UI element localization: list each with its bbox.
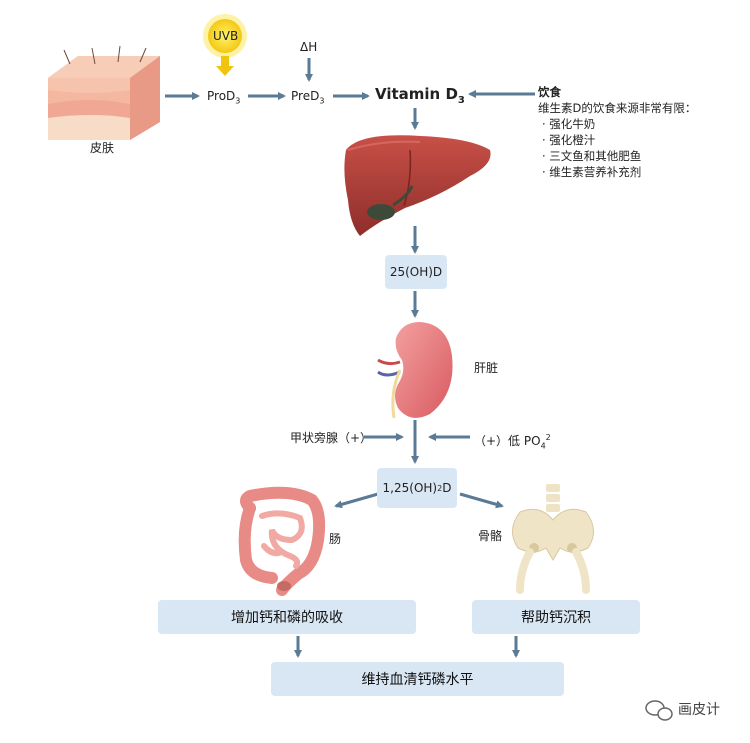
liver-illustration: [344, 135, 491, 236]
diet-title: 饮食: [538, 85, 561, 99]
box-25ohd: 25(OH)D: [385, 255, 447, 289]
diet-info: 饮食 维生素D的饮食来源非常有限： · 强化牛奶 · 强化橙汁 · 三文鱼和其他…: [538, 84, 696, 180]
prod3-label: ProD3: [207, 89, 241, 106]
sun-icon: [203, 14, 247, 76]
diet-item: · 强化牛奶: [542, 117, 596, 131]
diet-item: · 强化橙汁: [542, 133, 596, 147]
kidney-organ-label: 肝脏: [474, 361, 499, 375]
vitamin-d3-label: Vitamin D3: [375, 85, 465, 106]
diet-item: · 维生素营养补充剂: [542, 165, 642, 179]
kidney-illustration: [377, 322, 453, 419]
box-maintain-serum: 维持血清钙磷水平: [271, 662, 564, 696]
pred3-label: PreD3: [291, 89, 325, 106]
bone-label: 骨骼: [478, 529, 503, 543]
skin-label: 皮肤: [90, 141, 115, 155]
pelvis-illustration: [512, 484, 594, 594]
low-po4-label: （+）低 PO42: [474, 433, 551, 451]
uvb-label: UVB: [213, 29, 239, 43]
parathyroid-label: 甲状旁腺（+）: [290, 431, 373, 445]
box-absorption: 增加钙和磷的吸收: [158, 600, 416, 634]
delta-h-label: ΔH: [300, 40, 318, 54]
skin-illustration: [48, 45, 160, 140]
intestine-label: 肠: [329, 532, 342, 546]
intestine-illustration: [238, 486, 326, 596]
diet-item: · 三文鱼和其他肥鱼: [542, 149, 642, 163]
watermark-text: 画皮计: [678, 702, 720, 718]
wechat-icon: [645, 700, 673, 721]
diet-intro: 维生素D的饮食来源非常有限：: [538, 101, 697, 115]
box-deposition: 帮助钙沉积: [472, 600, 640, 634]
